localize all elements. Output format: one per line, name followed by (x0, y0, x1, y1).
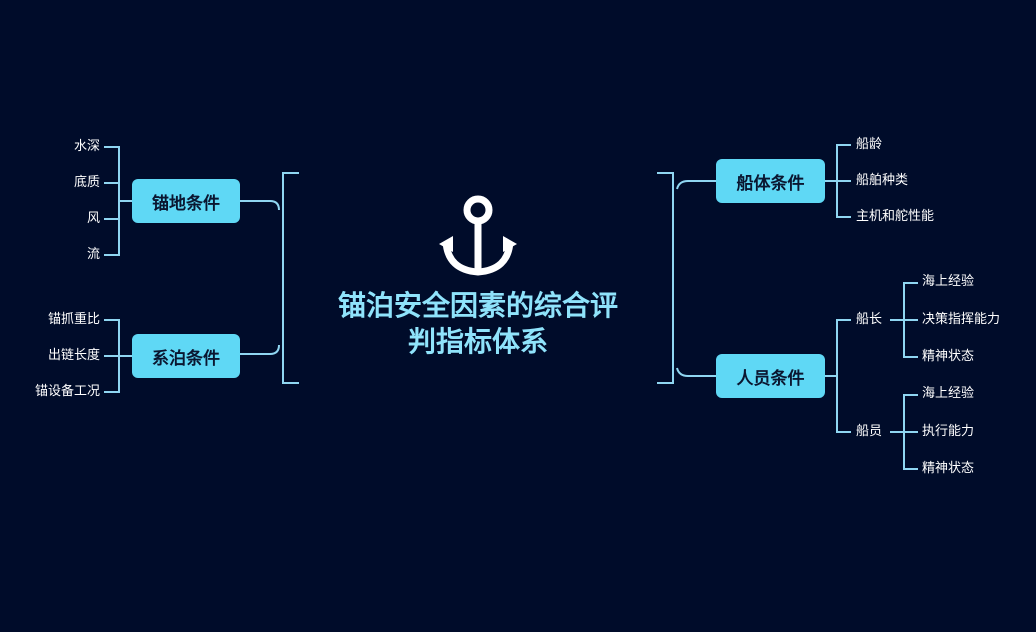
leaf-ship-age: 船龄 (856, 137, 883, 152)
connector-personnel-bracket (676, 367, 716, 377)
leaf-ship-type: 船舶种类 (856, 173, 909, 188)
right-main-bracket (657, 172, 674, 384)
leaf-crew-experience: 海上经验 (922, 386, 975, 401)
leaf-crew-mental: 精神状态 (922, 461, 975, 476)
leaf-chain-length: 出链长度 (47, 348, 100, 363)
personnel-bracket (836, 319, 851, 433)
leaf-engine-rudder: 主机和舵性能 (856, 209, 935, 224)
node-captain: 船长 (856, 312, 883, 327)
connector-hull-bracket (676, 180, 716, 190)
leaf-captain-command: 决策指挥能力 (922, 312, 1001, 327)
title-line-1: 锚泊安全因素的综合评 (337, 289, 618, 322)
connector-mooring-bracket (240, 344, 280, 355)
node-mooring-conditions[interactable]: 系泊条件 (132, 334, 240, 378)
leaf-captain-experience: 海上经验 (922, 274, 975, 289)
leaf-anchor-weight-ratio: 锚抓重比 (47, 312, 100, 327)
node-anchorage-conditions[interactable]: 锚地条件 (132, 179, 240, 223)
anchorage-leaf-bracket (104, 146, 120, 256)
leaf-crew-execution: 执行能力 (922, 424, 975, 439)
diagram-title: 锚泊安全因素的综合评 判指标体系 (318, 288, 638, 360)
leaf-seabed: 底质 (73, 175, 100, 190)
node-hull-conditions[interactable]: 船体条件 (716, 159, 825, 203)
leaf-current: 流 (86, 247, 100, 262)
leaf-captain-mental: 精神状态 (922, 349, 975, 364)
node-personnel-conditions[interactable]: 人员条件 (716, 354, 825, 398)
title-line-2: 判指标体系 (407, 325, 548, 358)
leaf-water-depth: 水深 (73, 139, 100, 154)
node-crew: 船员 (856, 424, 883, 439)
leaf-wind: 风 (86, 211, 100, 226)
leaf-anchor-equipment: 锚设备工况 (34, 384, 100, 399)
connector-anchorage-bracket (240, 200, 280, 211)
anchor-icon (439, 195, 517, 276)
left-main-bracket (282, 172, 299, 384)
